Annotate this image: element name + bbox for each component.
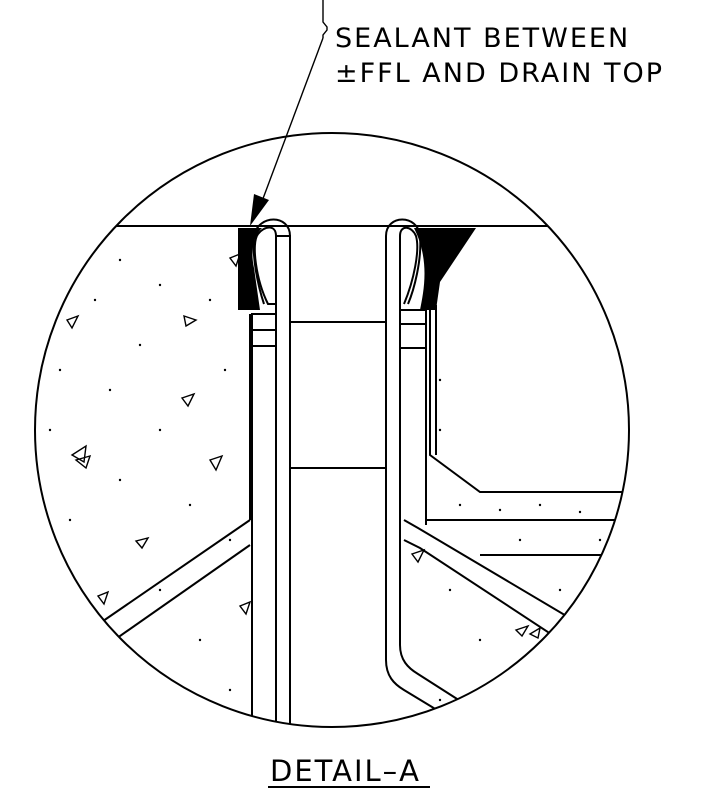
drain-body [385, 218, 591, 727]
callout-line-2: ±FFL AND DRAIN TOP [335, 58, 664, 89]
section-contents [35, 218, 629, 727]
concrete-fill [48, 252, 602, 702]
leader-arrow [250, 0, 328, 226]
pipe [251, 235, 291, 727]
left-diagonal-outer [89, 519, 251, 631]
sealant [238, 228, 476, 310]
detail-title: DETAIL–A [270, 754, 421, 788]
right-slab [429, 305, 629, 493]
detail-circle [34, 132, 630, 728]
left-diagonal-inner [99, 544, 251, 651]
callout-line-1: SEALANT BETWEEN [335, 23, 630, 54]
